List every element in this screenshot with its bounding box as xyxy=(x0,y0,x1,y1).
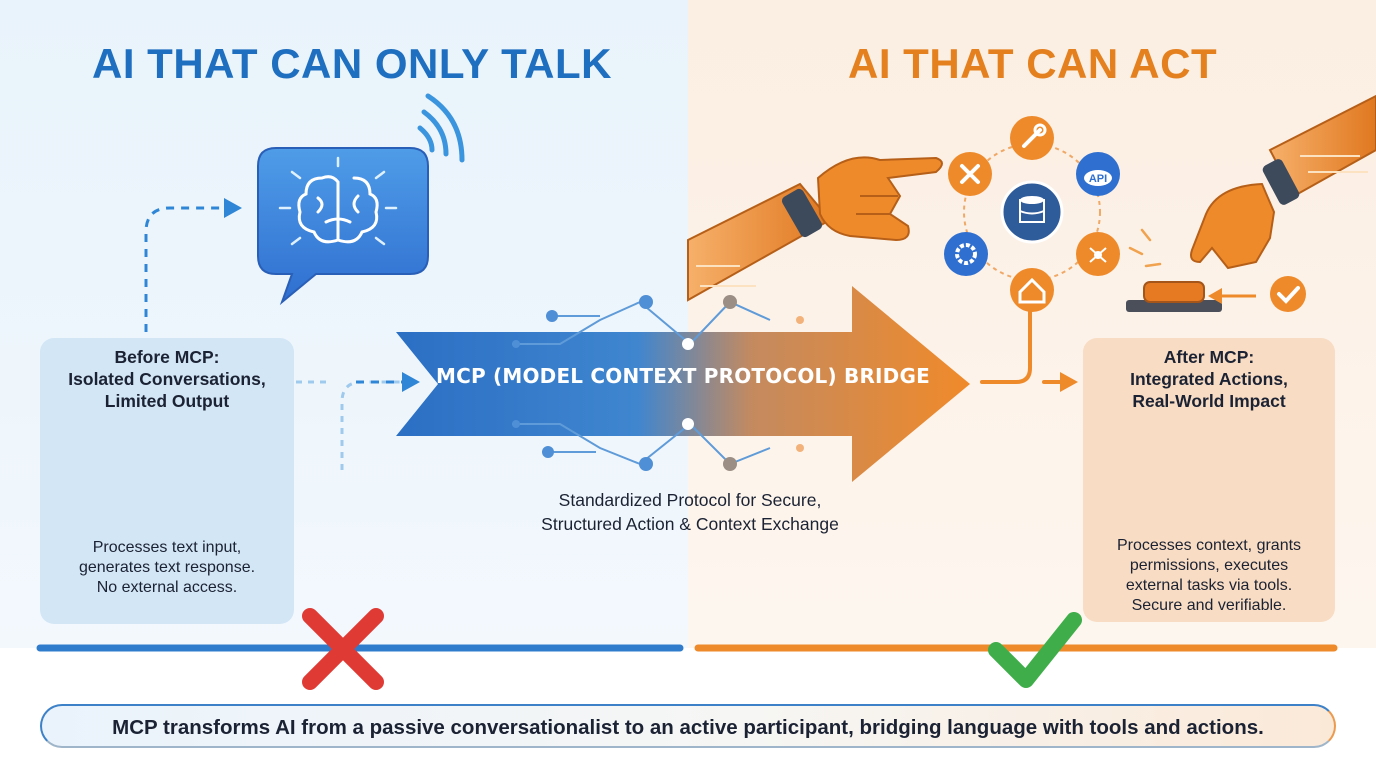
speech-bubble-brain-icon xyxy=(257,147,429,306)
tool-hub-ring: API xyxy=(944,116,1120,312)
bridge-label: MCP (MODEL CONTEXT PROTOCOL) BRIDGE xyxy=(436,364,930,388)
before-mcp-title: Before MCP: Isolated Conversations, Limi… xyxy=(68,347,266,411)
summary-banner: MCP transforms AI from a passive convers… xyxy=(40,704,1336,748)
bridge-caption: Standardized Protocol for Secure, Struct… xyxy=(541,490,839,534)
home-icon xyxy=(1010,268,1054,312)
robot-arm-left-icon xyxy=(687,156,943,302)
push-button-icon xyxy=(1143,281,1205,303)
heading-act: AI THAT CAN ACT xyxy=(848,40,1218,87)
after-mcp-description: Processes context, grants permissions, e… xyxy=(1116,537,1302,614)
signal-waves-icon xyxy=(417,93,465,163)
before-mcp-card: Before MCP: Isolated Conversations, Limi… xyxy=(40,338,294,624)
before-mcp-description: Processes text input, generates text res… xyxy=(78,539,256,596)
after-mcp-card: After MCP: Integrated Actions, Real-Worl… xyxy=(1083,338,1335,622)
red-cross-icon xyxy=(302,608,384,690)
green-check-icon xyxy=(988,612,1082,688)
svg-text:API: API xyxy=(1089,173,1107,185)
database-icon xyxy=(1000,180,1064,244)
mcp-bridge-arrow xyxy=(396,286,970,482)
gear-icon xyxy=(944,232,988,276)
after-mcp-title: After MCP: Integrated Actions, Real-Worl… xyxy=(1130,347,1288,411)
check-circle-icon xyxy=(1270,276,1306,312)
orange-connector xyxy=(980,310,1078,392)
dashed-connector-middle xyxy=(296,372,420,470)
heading-talk: AI THAT CAN ONLY TALK xyxy=(92,40,612,87)
robot-arm-right-icon xyxy=(1126,94,1376,312)
summary-text: MCP transforms AI from a passive convers… xyxy=(112,716,1264,739)
dashed-connector-top xyxy=(144,198,242,332)
